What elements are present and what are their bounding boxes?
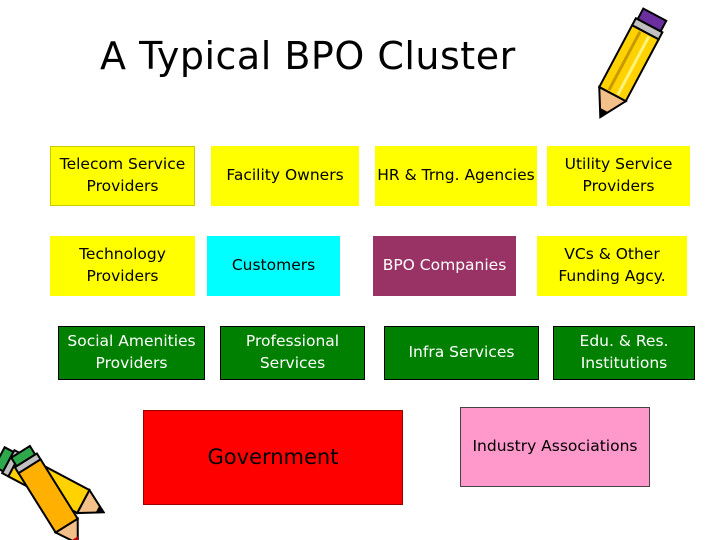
utility-service-providers-box: Utility Service Providers — [547, 146, 690, 206]
edu-research-box: Edu. & Res. Institutions — [553, 326, 695, 380]
facility-owners-box: Facility Owners — [211, 146, 359, 206]
infra-services-box: Infra Services — [384, 326, 539, 380]
government-label: Government — [207, 444, 339, 469]
pencil-clipart-top-right — [597, 7, 668, 119]
technology-providers-box: Technology Providers — [50, 236, 195, 296]
telecom-label: Telecom Service Providers — [59, 155, 186, 195]
page-title: A Typical BPO Cluster — [100, 34, 516, 78]
social-amenities-box: Social Amenities Providers — [58, 326, 205, 380]
edu-label: Edu. & Res. Institutions — [579, 332, 669, 372]
vcs-label: VCs & Other Funding Agcy. — [558, 245, 666, 285]
technology-label: Technology Providers — [79, 245, 166, 285]
customers-label: Customers — [231, 256, 316, 275]
professional-services-box: Professional Services — [220, 326, 365, 380]
pencils-clipart-bottom-left — [0, 444, 106, 540]
social-label: Social Amenities Providers — [67, 332, 196, 372]
bpo-companies-box: BPO Companies — [373, 236, 516, 296]
vcs-funding-box: VCs & Other Funding Agcy. — [537, 236, 687, 296]
telecom-service-providers-box: Telecom Service Providers — [50, 146, 195, 206]
industry-associations-box: Industry Associations — [460, 407, 650, 487]
hr-label: HR & Trng. Agencies — [377, 166, 535, 185]
facility-label: Facility Owners — [226, 166, 344, 185]
professional-label: Professional Services — [245, 332, 340, 372]
bpo-label: BPO Companies — [382, 256, 507, 275]
infra-label: Infra Services — [408, 343, 515, 362]
industry-label: Industry Associations — [472, 437, 638, 456]
customers-box: Customers — [207, 236, 340, 296]
hr-training-agencies-box: HR & Trng. Agencies — [375, 146, 537, 206]
government-box: Government — [143, 410, 403, 505]
utility-label: Utility Service Providers — [564, 155, 673, 195]
